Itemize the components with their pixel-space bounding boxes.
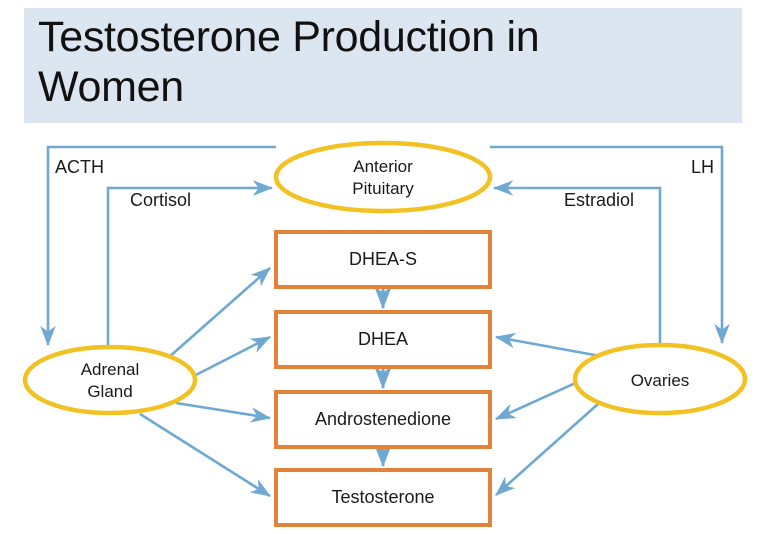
edge-adrenal-to-dhea-s xyxy=(167,267,271,359)
node-dhea-s[interactable]: DHEA-S xyxy=(274,230,492,289)
edge-acth xyxy=(40,145,276,347)
edge-estradiol xyxy=(492,180,662,345)
edge-label-lh: LH xyxy=(691,157,714,177)
edge-adrenal-to-testosterone xyxy=(139,412,271,498)
page-title-line-2: Women xyxy=(38,63,184,111)
edge-adrenal-to-androstenedione xyxy=(175,401,272,423)
page-title: Testosterone Production in Women xyxy=(38,12,678,112)
node-ovaries[interactable]: Ovaries xyxy=(572,342,748,416)
node-dhea-label: DHEA xyxy=(358,329,408,349)
node-dhea[interactable]: DHEA xyxy=(274,310,492,369)
edge-label-cortisol: Cortisol xyxy=(130,190,191,210)
edge-adrenal-to-dhea xyxy=(187,335,271,381)
node-testosterone[interactable]: Testosterone xyxy=(274,468,492,527)
edge-lh xyxy=(490,145,730,345)
node-testosterone-label: Testosterone xyxy=(331,487,434,507)
title-banner xyxy=(24,8,742,123)
edge-ovaries-to-dhea xyxy=(494,332,601,358)
node-anterior-pituitary-label-line-2: Pituitary xyxy=(352,179,414,198)
node-anterior-pituitary[interactable]: Anterior Pituitary xyxy=(273,140,493,214)
page-title-line-1: Testosterone Production in xyxy=(38,13,540,61)
edge-cortisol xyxy=(106,180,274,347)
edge-ovaries-to-testosterone xyxy=(495,403,599,496)
edge-label-acth: ACTH xyxy=(55,157,104,177)
node-adrenal-gland-label-line-2: Gland xyxy=(87,382,132,401)
edge-ovaries-to-androstenedione xyxy=(495,379,581,421)
node-ovaries-label: Ovaries xyxy=(631,371,690,390)
node-androstenedione-label: Androstenedione xyxy=(315,409,451,429)
node-anterior-pituitary-label-line-1: Anterior xyxy=(353,157,413,176)
node-dhea-s-label: DHEA-S xyxy=(349,249,417,269)
node-adrenal-gland-label-line-1: Adrenal xyxy=(81,360,140,379)
node-adrenal-gland[interactable]: Adrenal Gland xyxy=(22,344,198,416)
node-androstenedione[interactable]: Androstenedione xyxy=(274,390,492,449)
edge-label-estradiol: Estradiol xyxy=(564,190,634,210)
